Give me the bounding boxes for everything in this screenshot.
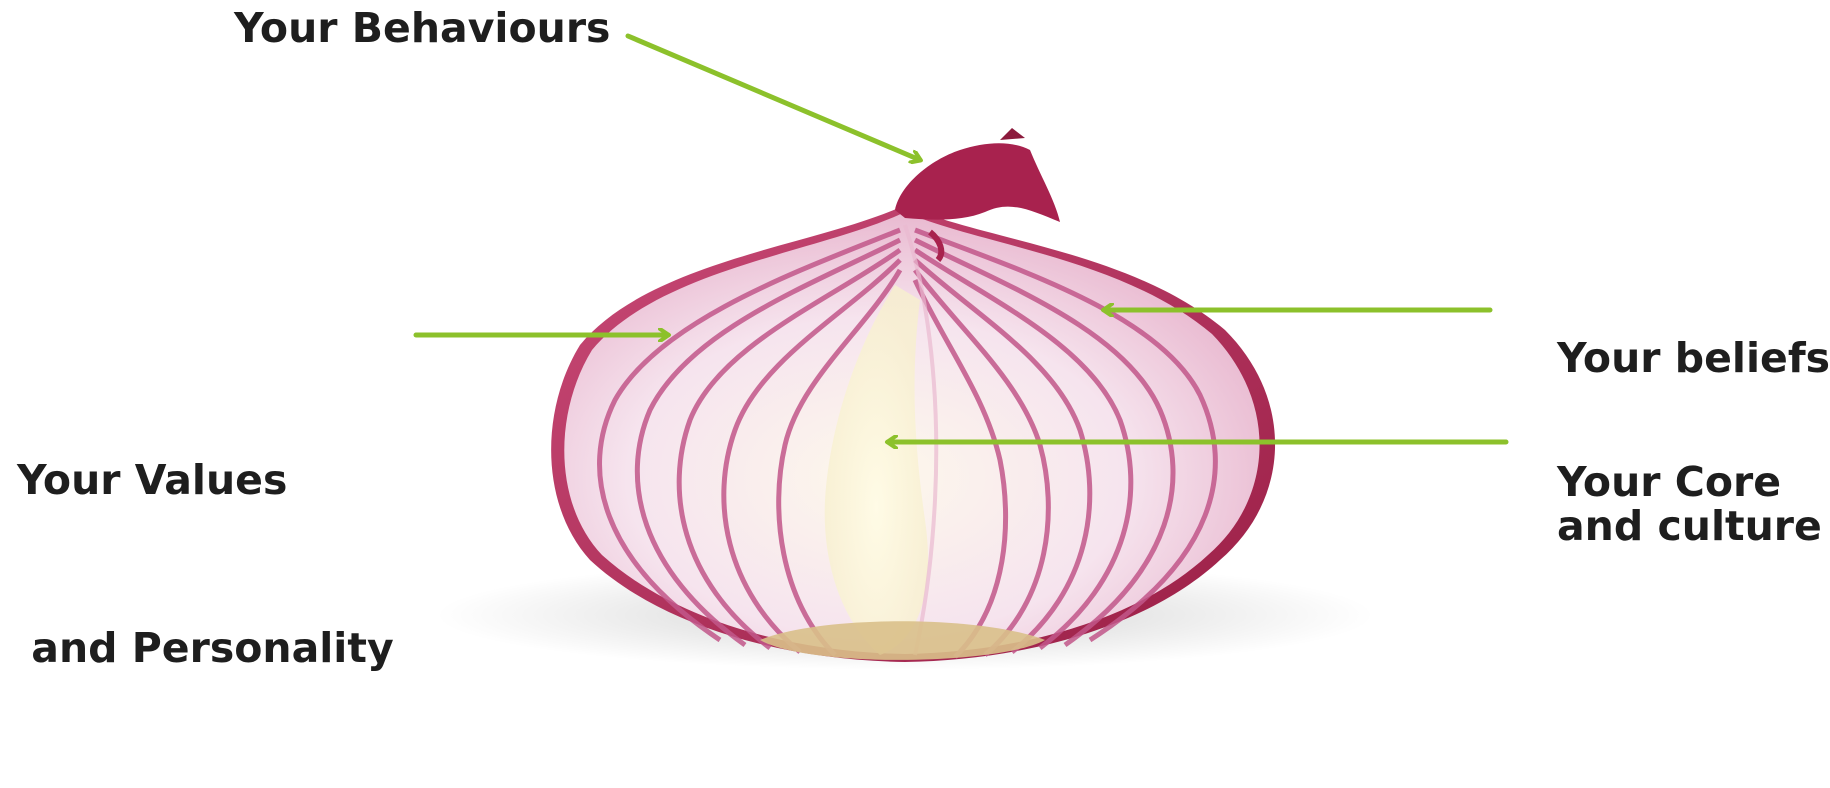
label-values-personality: Your Values and Personality: [17, 340, 394, 788]
label-values-line1: Your Values: [17, 452, 394, 508]
label-behaviours: Your Behaviours: [234, 0, 610, 56]
label-beliefs-culture: Your beliefs and culture: [1557, 218, 1830, 666]
label-beliefs-line1: Your beliefs: [1557, 330, 1830, 386]
onion: [551, 128, 1275, 662]
onion-neck: [895, 143, 1060, 222]
label-values-line2: and Personality: [17, 620, 394, 676]
label-core: Your Core: [1557, 454, 1781, 510]
onion-diagram: Your Behaviours Your Values and Personal…: [0, 0, 1830, 669]
arrow-behaviours: [628, 36, 920, 160]
